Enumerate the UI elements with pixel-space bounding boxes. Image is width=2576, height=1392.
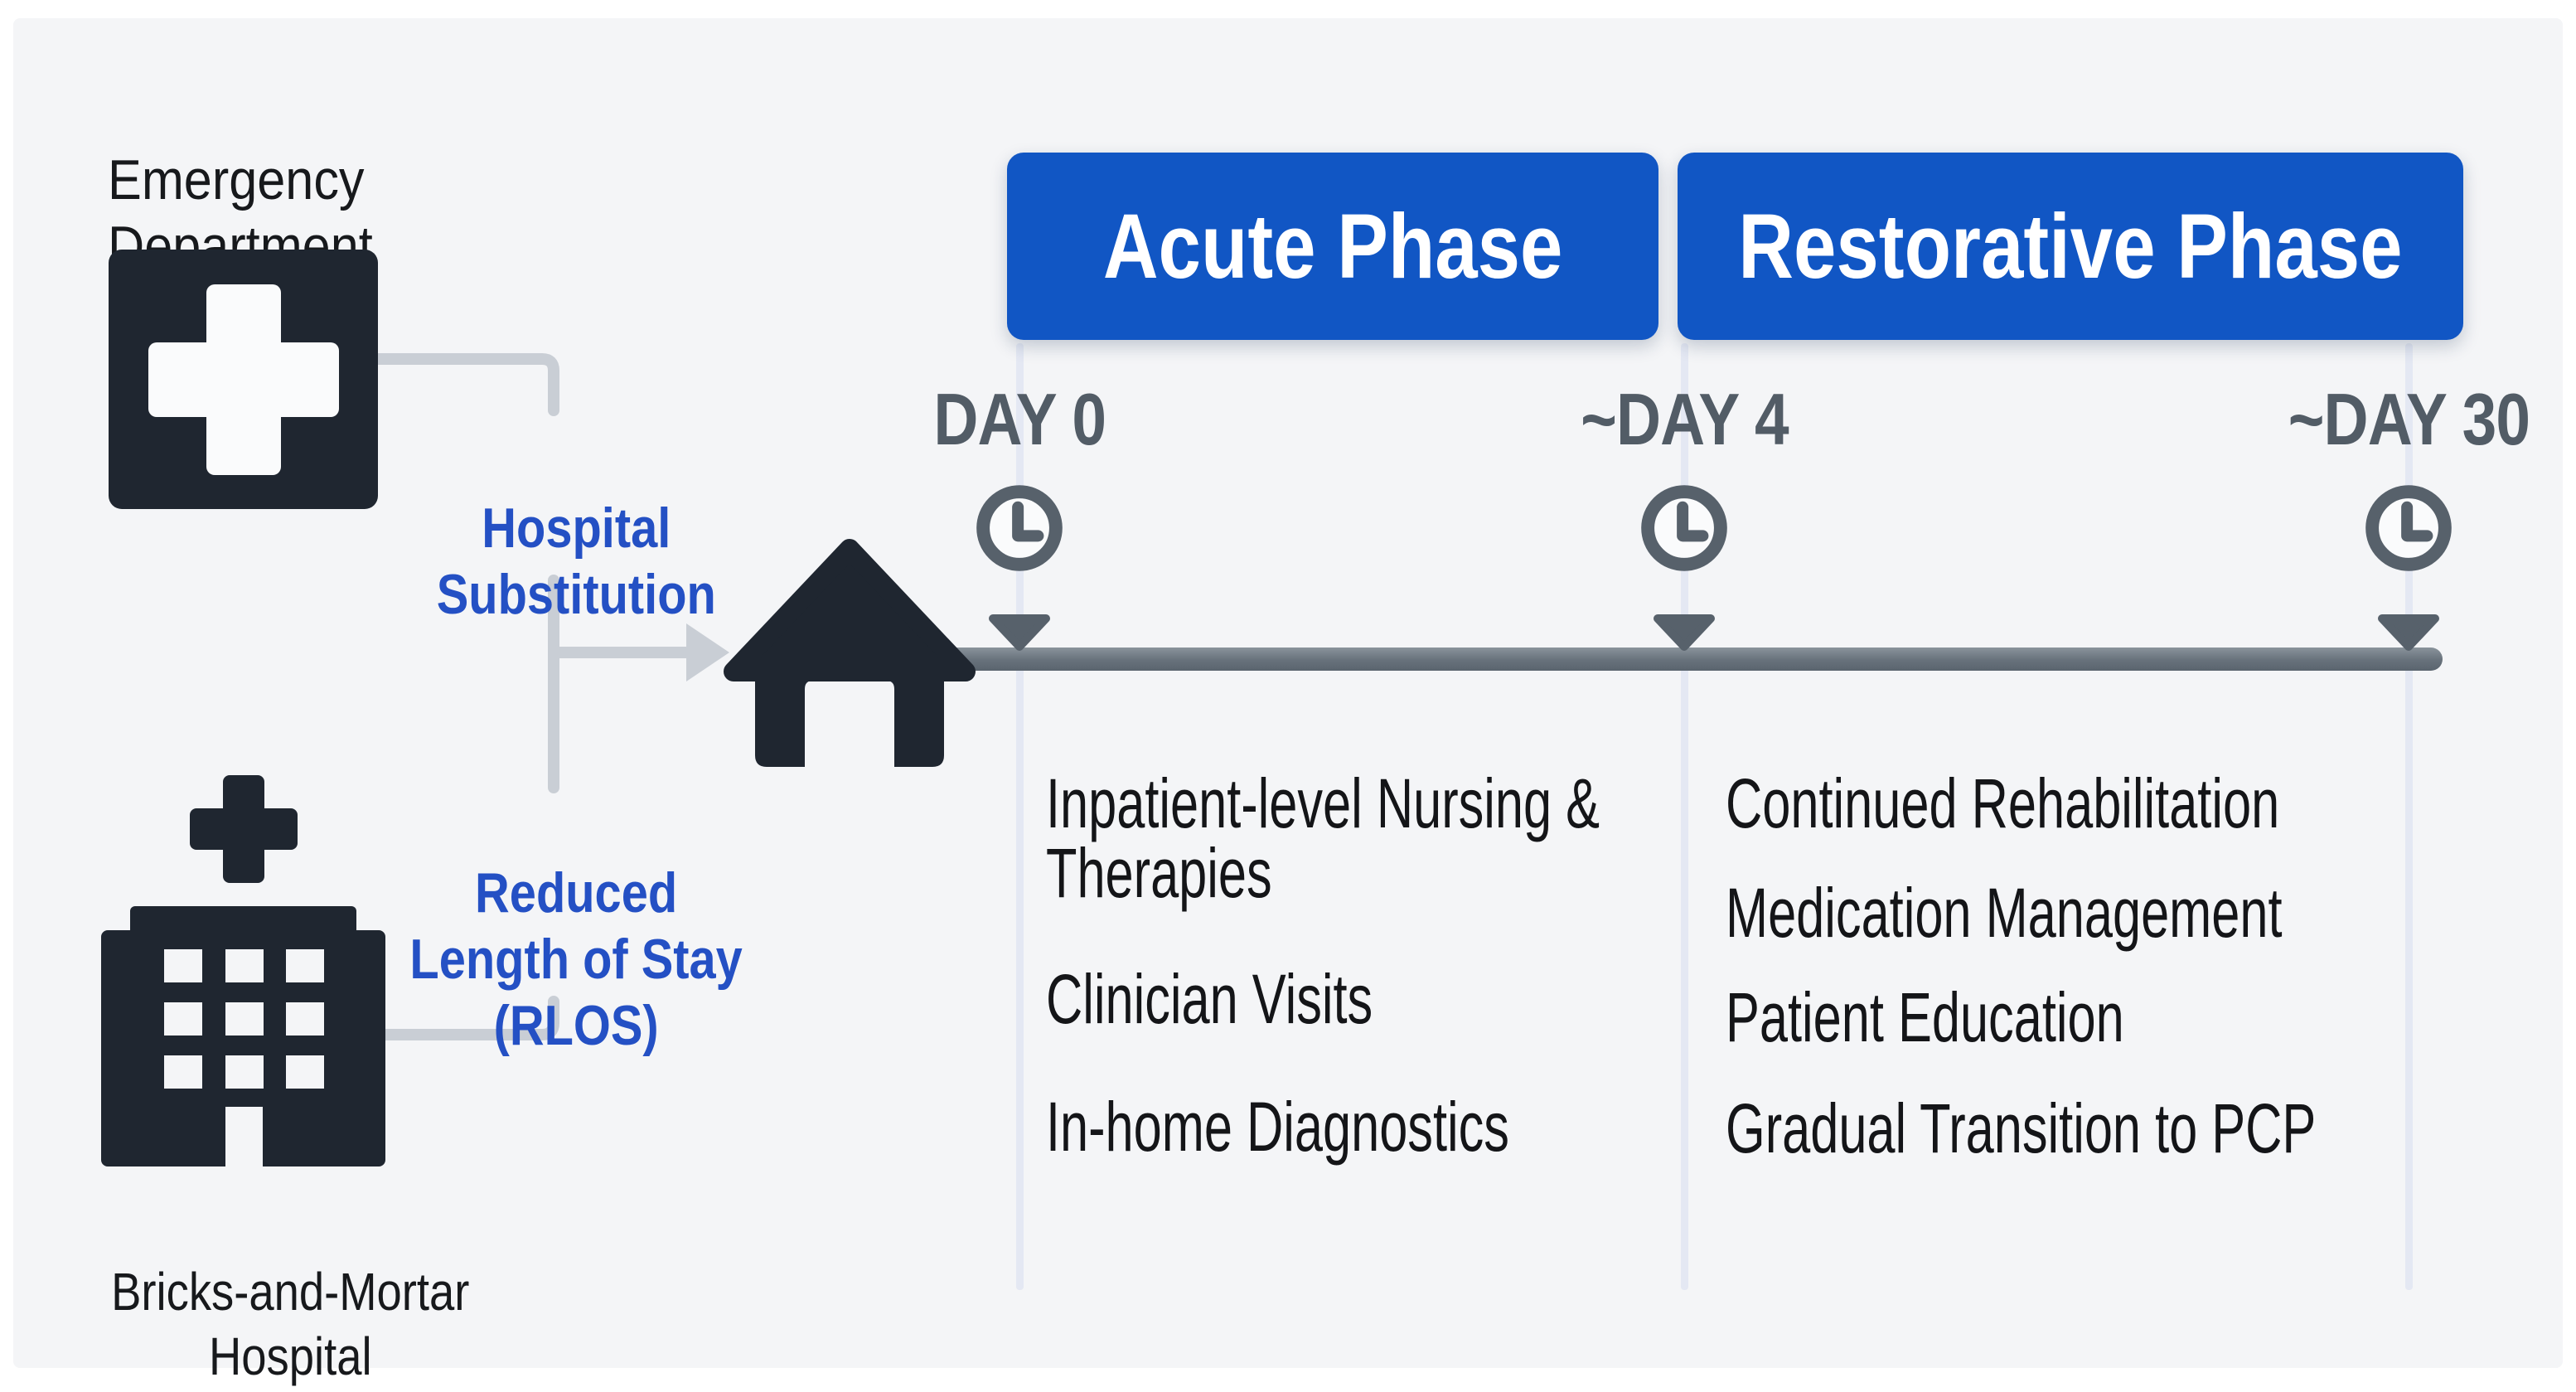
hospital-substitution-label: Hospital Substitution: [436, 497, 716, 626]
home-icon: [724, 539, 976, 767]
restorative-item-transition-to-pcp: Gradual Transition to PCP: [1726, 1089, 2317, 1167]
rlos-label: Reduced Length of Stay (RLOS): [409, 861, 743, 1057]
restorative-item-patient-education: Patient Education: [1726, 978, 2124, 1056]
acute-item-in-home-diagnostics: In-home Diagnostics: [1046, 1088, 1509, 1166]
hospital-cross-horizontal: [190, 808, 298, 850]
clock-icon-day30: [2365, 485, 2452, 571]
hospital-tower: [101, 930, 385, 1166]
right-arrow-icon: [686, 623, 729, 681]
restorative-item-medication-management: Medication Management: [1726, 874, 2283, 952]
acute-phase-header: Acute Phase: [1007, 153, 1658, 340]
day4-label: ~DAY 4: [1580, 378, 1789, 460]
day30-label: ~DAY 30: [2288, 378, 2530, 460]
clock-icon-day0: [976, 485, 1063, 571]
ed-connector-stub: [372, 353, 559, 416]
acute-item-clinician-visits: Clinician Visits: [1046, 960, 1373, 1038]
timeline-guide-line-day4: [1681, 343, 1688, 1290]
bricks-and-mortar-label: Bricks-and-Mortar Hospital: [110, 1262, 470, 1386]
timeline-guide-line-day0: [1016, 343, 1024, 1290]
restorative-phase-header: Restorative Phase: [1678, 153, 2463, 340]
timeline-marker-triangle-day30: [2378, 614, 2439, 651]
medical-cross-icon: [109, 250, 378, 509]
timeline-marker-triangle-day0: [989, 614, 1050, 651]
connector-lines: [372, 353, 729, 1040]
hospital-building-icon: [101, 775, 385, 1166]
acute-item-nursing-therapies: Inpatient-level Nursing & Therapies: [1046, 764, 1600, 912]
clock-icon-day4: [1641, 485, 1727, 571]
day0-label: DAY 0: [933, 378, 1106, 460]
timeline-guide-line-day30: [2405, 343, 2413, 1290]
hospital-connector-stub: [377, 996, 559, 1040]
timeline-marker-triangle-day4: [1654, 614, 1715, 651]
restorative-item-continued-rehabilitation: Continued Rehabilitation: [1726, 764, 2280, 842]
timeline-bar: [945, 647, 2443, 671]
